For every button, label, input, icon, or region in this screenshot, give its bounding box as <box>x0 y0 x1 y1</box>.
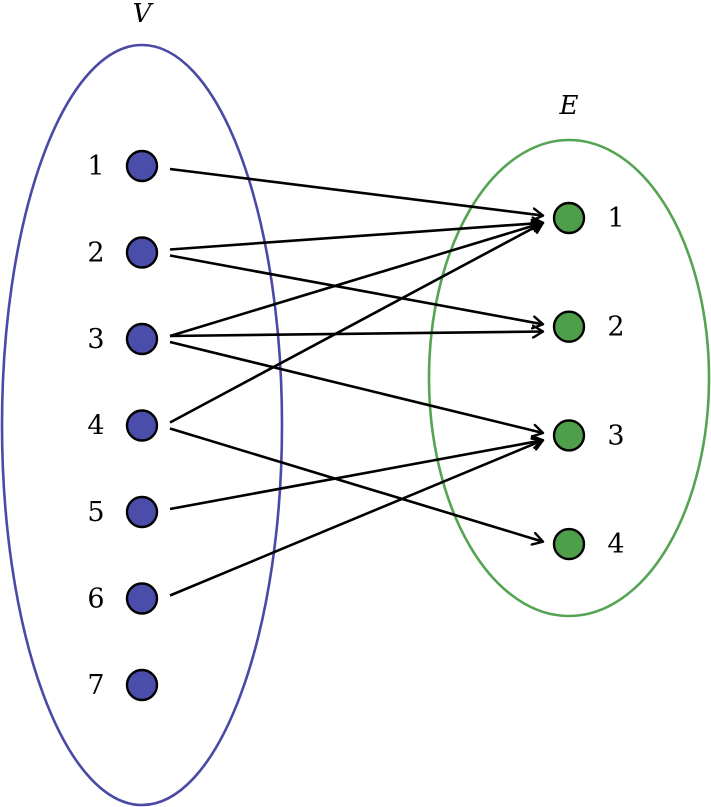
set-v-label: V <box>133 0 154 29</box>
v-node-label: 5 <box>87 497 104 528</box>
v-node-circle <box>125 495 159 529</box>
v-node-3: 3 <box>87 322 159 356</box>
v-node-1: 1 <box>87 149 159 183</box>
v-node-circle <box>125 236 159 269</box>
v-node-circle <box>125 582 159 615</box>
v-node-label: 7 <box>87 670 104 701</box>
set-e-label: E <box>559 91 579 121</box>
edge-v2-e1 <box>169 223 543 251</box>
v-node-7: 7 <box>87 668 159 702</box>
e-node-label: 3 <box>607 420 624 451</box>
e-node-2: 2 <box>552 310 625 343</box>
v-node-2: 2 <box>87 236 159 269</box>
e-node-circle <box>552 419 586 452</box>
e-node-circle <box>552 310 586 343</box>
e-node-label: 1 <box>607 203 624 234</box>
e-node-1: 1 <box>552 201 625 235</box>
nodes-layer: 1 2 3 4 5 6 7 1 2 3 4 <box>87 149 625 702</box>
v-node-label: 4 <box>87 411 104 442</box>
e-node-4: 4 <box>552 527 625 561</box>
e-node-3: 3 <box>552 419 625 452</box>
v-node-circle <box>125 409 159 442</box>
edge-v3-e2 <box>169 332 543 337</box>
v-node-label: 1 <box>87 151 104 182</box>
edge-v2-e2 <box>169 254 543 325</box>
v-node-4: 4 <box>87 409 159 442</box>
edge-v1-e1 <box>169 167 543 216</box>
e-node-circle <box>552 527 586 561</box>
edge-v6-e3 <box>169 440 543 597</box>
e-node-circle <box>552 201 586 235</box>
set-e-ellipse <box>427 138 711 618</box>
v-node-circle <box>125 149 159 183</box>
v-node-label: 6 <box>87 584 104 615</box>
v-node-label: 2 <box>87 238 104 269</box>
edge-v4-e1 <box>169 223 543 424</box>
edges-layer <box>169 167 543 597</box>
v-node-circle <box>125 322 159 356</box>
edge-v4-e4 <box>169 427 543 542</box>
edge-v3-e3 <box>169 340 543 433</box>
edge-v3-e1 <box>169 223 543 338</box>
e-node-label: 2 <box>607 312 624 343</box>
v-node-label: 3 <box>87 324 104 355</box>
set-v-ellipse <box>0 43 284 807</box>
edge-v5-e3 <box>169 440 543 511</box>
v-node-circle <box>125 668 159 702</box>
v-node-6: 6 <box>87 582 159 615</box>
v-node-5: 5 <box>87 495 159 529</box>
e-node-label: 4 <box>607 529 624 560</box>
